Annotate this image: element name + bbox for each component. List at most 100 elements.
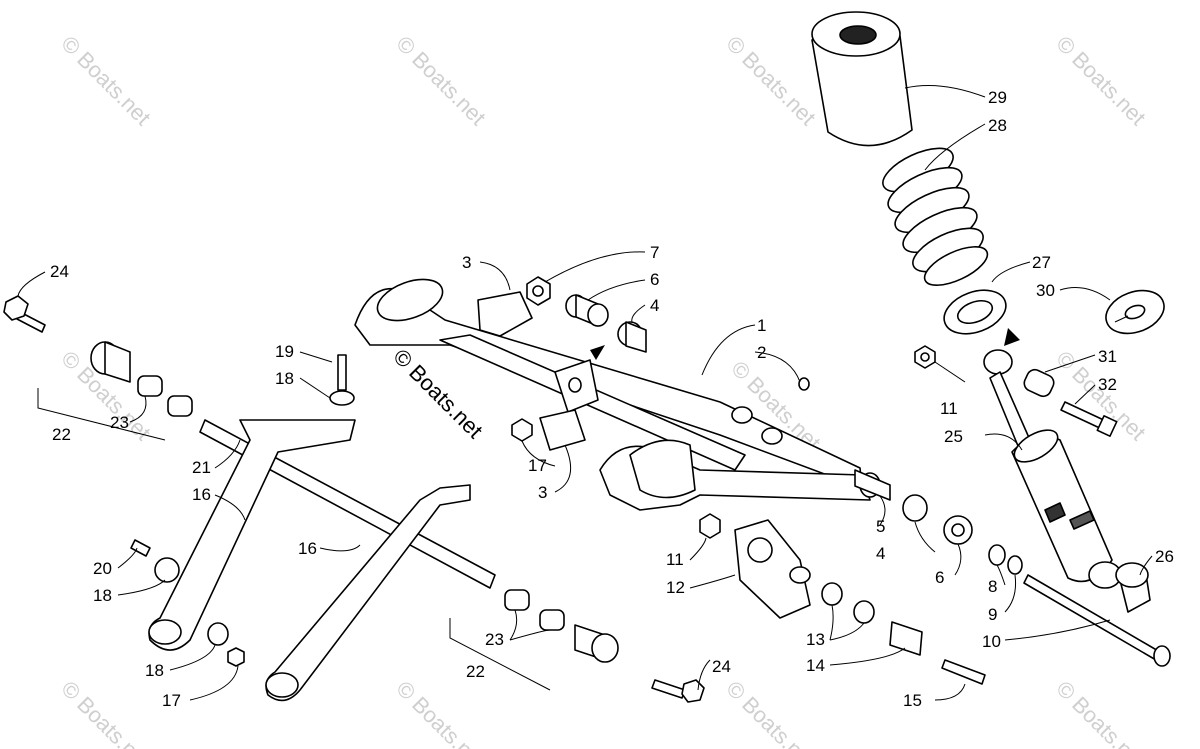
callout-26: 26	[1155, 547, 1174, 566]
nut-17-lower	[227, 647, 245, 667]
watermark: © Boats.net	[721, 31, 820, 130]
shock-spacer	[1023, 368, 1055, 398]
watermark: © Boats.net	[391, 676, 490, 749]
callout-4-lower: 4	[876, 544, 885, 563]
sleeve-14	[889, 621, 923, 656]
a-arm-assembly	[354, 278, 881, 511]
washer-18-lower	[207, 622, 229, 646]
callout-labels: 29 28 27 30 31 32 11 25 26 10 9 8 6 4 5 …	[50, 88, 1174, 710]
callout-25: 25	[944, 427, 963, 446]
callout-6-lower: 6	[935, 568, 944, 587]
shock-bumper-cap	[811, 11, 913, 147]
spacer-13a	[821, 582, 843, 606]
callout-9: 9	[988, 605, 997, 624]
spring-seat-washer	[943, 289, 1007, 335]
bushing-23b	[167, 395, 193, 417]
leader-lines	[17, 84, 1153, 701]
nut-11-lower	[699, 513, 721, 539]
upper-fasteners	[526, 276, 647, 353]
bushing-22-lower	[574, 624, 619, 663]
callout-32: 32	[1098, 375, 1117, 394]
callout-3-lower: 3	[538, 483, 547, 502]
bolt-19	[337, 354, 347, 391]
suspension-arm-left	[148, 419, 356, 651]
callout-11-upper: 11	[940, 399, 958, 418]
callout-27: 27	[1032, 253, 1051, 272]
callout-10: 10	[982, 632, 1001, 651]
callout-8: 8	[988, 577, 997, 596]
arrow-marker	[1004, 328, 1020, 346]
callout-20: 20	[93, 559, 112, 578]
suspension-arm-right	[265, 484, 471, 702]
callout-24-lower: 24	[712, 657, 731, 676]
callout-5: 5	[876, 517, 885, 536]
bushing-4-upper	[617, 321, 647, 353]
bushing-6-upper	[565, 294, 609, 327]
callout-4-upper: 4	[650, 296, 659, 315]
shock-absorber	[983, 349, 1122, 589]
shock-bolt-upper	[1060, 401, 1118, 438]
rear-shaft-assembly	[3, 295, 705, 703]
callout-24-upper: 24	[50, 262, 69, 281]
callout-12: 12	[666, 578, 685, 597]
grease-fitting	[798, 377, 810, 391]
callout-18-mid: 18	[93, 586, 112, 605]
washer-8	[988, 544, 1006, 566]
callout-19: 19	[275, 342, 294, 361]
watermark: © Boats.net	[1051, 31, 1150, 130]
watermark: © Boats.net	[56, 31, 155, 130]
shock-nut-upper	[914, 345, 936, 369]
callout-3-upper: 3	[462, 253, 471, 272]
callout-18-upper: 18	[275, 369, 294, 388]
group-brackets	[37, 388, 551, 691]
callout-1: 1	[757, 316, 766, 335]
callout-21: 21	[192, 458, 211, 477]
callout-22-lower: 22	[466, 662, 485, 681]
mount-bracket-lower	[539, 409, 586, 451]
callout-6-upper: 6	[650, 270, 659, 289]
callout-17-lower: 17	[162, 691, 181, 710]
nut-center	[511, 418, 533, 442]
callout-15: 15	[903, 691, 922, 710]
callout-16-right: 16	[298, 539, 317, 558]
callout-13: 13	[806, 630, 825, 649]
callout-16-left: 16	[192, 485, 211, 504]
sleeve-5	[854, 469, 891, 501]
callout-11-lower: 11	[666, 550, 684, 569]
bushing-23c	[504, 589, 530, 611]
bushing-23a	[137, 375, 163, 397]
pivot-bracket-12	[734, 519, 811, 619]
bolt-15	[941, 659, 986, 685]
callout-28: 28	[988, 116, 1007, 135]
watermark: © Boats.net	[1051, 676, 1150, 749]
callout-30: 30	[1036, 281, 1055, 300]
callout-18-lower: 18	[145, 661, 164, 680]
bolt-20	[130, 539, 151, 557]
watermark: © Boats.net	[721, 676, 820, 749]
callout-2: 2	[757, 343, 766, 362]
bolt-24-upper	[3, 295, 46, 333]
mount-bracket-upper	[477, 291, 533, 337]
watermark: © Boats.net	[56, 676, 155, 749]
coil-spring	[882, 147, 989, 286]
bushing-4-lower	[902, 494, 928, 522]
bushing-22-upper	[90, 341, 131, 383]
spring-keeper	[1105, 289, 1165, 335]
center-watermark: © Boats.net	[388, 344, 487, 443]
bushing-23d	[539, 609, 565, 631]
washer-18-mid	[154, 557, 180, 583]
callout-14: 14	[806, 656, 825, 675]
lock-nut-7	[526, 276, 551, 306]
arrow-marker	[590, 345, 605, 360]
long-bolt	[1023, 574, 1171, 667]
callout-23-upper: 23	[110, 413, 129, 432]
washer-9	[1007, 555, 1023, 575]
callout-7: 7	[650, 243, 659, 262]
callout-23-lower: 23	[485, 630, 504, 649]
washer-18-upper	[329, 390, 355, 406]
shock-assembly	[811, 11, 1171, 667]
callout-31: 31	[1098, 347, 1117, 366]
spacer-13b	[853, 600, 875, 624]
lower-fasteners	[699, 469, 986, 685]
